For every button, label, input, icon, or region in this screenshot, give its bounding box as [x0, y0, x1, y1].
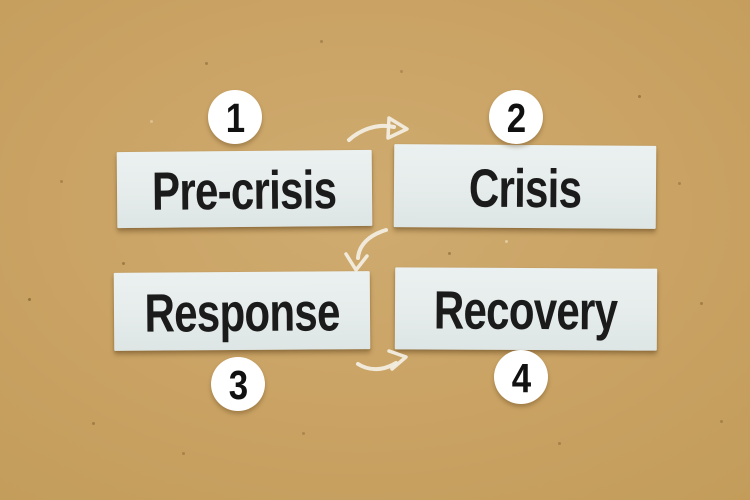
arrow-precrisis-to-crisis-icon — [347, 116, 409, 142]
step-number-badge-2: 2 — [489, 90, 543, 144]
step-number-1: 1 — [225, 94, 245, 141]
arrow-crisis-to-response-icon — [344, 228, 388, 272]
step-number-badge-3: 3 — [211, 357, 265, 411]
step-number-badge-4: 4 — [494, 350, 548, 404]
step-number-3: 3 — [228, 361, 248, 408]
step-number-badge-1: 1 — [208, 90, 262, 144]
arrow-response-to-recovery-icon — [356, 349, 408, 372]
step-number-2: 2 — [506, 94, 526, 141]
step-number-4: 4 — [511, 354, 531, 401]
